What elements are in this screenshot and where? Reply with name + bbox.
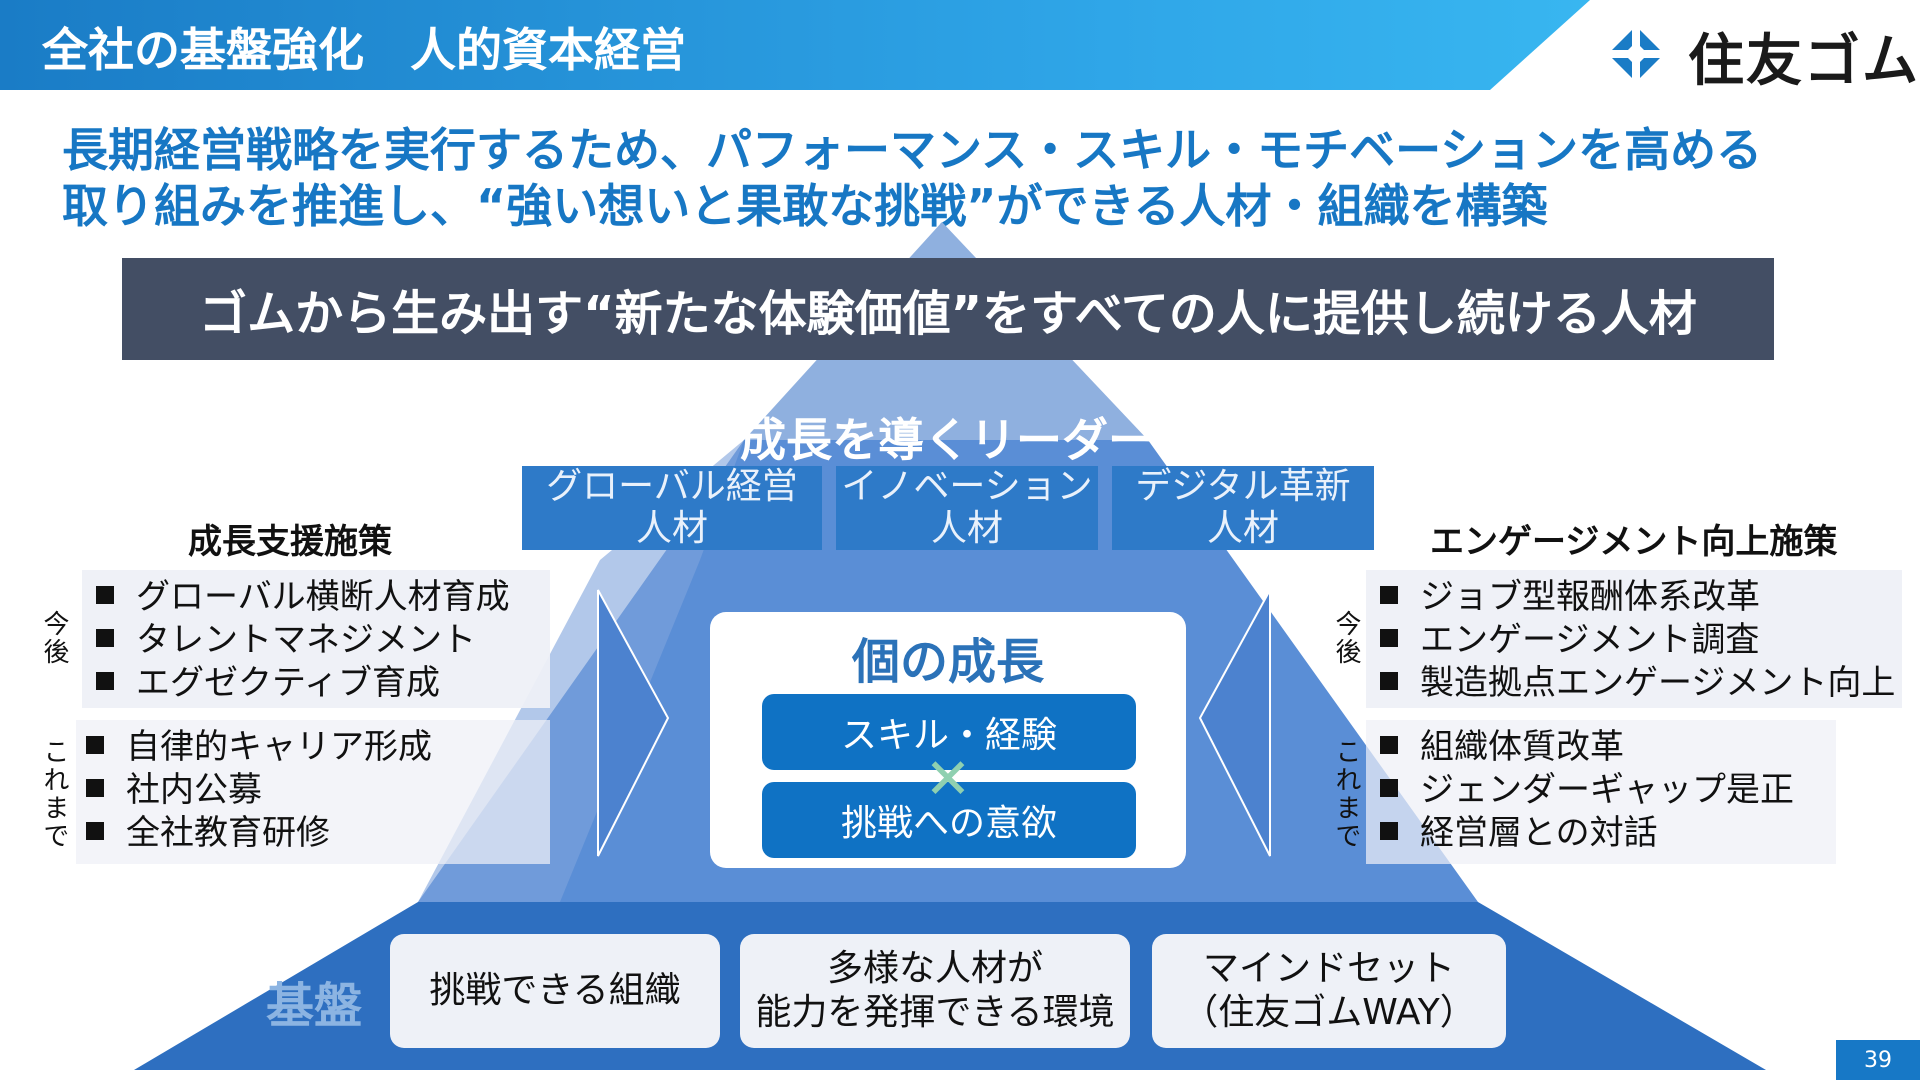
title-bar bbox=[0, 0, 1590, 90]
leader-innovation: イノベーション 人材 bbox=[836, 466, 1098, 550]
core-title: 個の成長 bbox=[851, 634, 1044, 690]
page-title: 全社の基盤強化 人的資本経営 bbox=[42, 23, 686, 77]
left-past-panel: 自律的キャリア形成 社内公募 全社教育研修 bbox=[76, 720, 550, 864]
foundation-label: 基盤 bbox=[266, 978, 363, 1034]
list-item: エグゼクティブ育成 bbox=[96, 662, 550, 705]
bullet-square-icon bbox=[96, 586, 114, 604]
bullet-square-icon bbox=[1380, 672, 1398, 690]
list-item: 製造拠点エンゲージメント向上 bbox=[1380, 662, 1902, 705]
bullet-square-icon bbox=[96, 629, 114, 647]
right-past-panel: 組織体質改革 ジェンダーギャップ是正 経営層との対話 bbox=[1366, 720, 1836, 864]
bullet-square-icon bbox=[1380, 736, 1398, 754]
list-item: 自律的キャリア形成 bbox=[86, 726, 550, 769]
motivation-pill: 挑戦への意欲 bbox=[762, 782, 1136, 858]
list-item: エンゲージメント調査 bbox=[1380, 619, 1902, 662]
leader-global: グローバル経営 人材 bbox=[522, 466, 822, 550]
right-future-label: 今後 bbox=[1331, 610, 1361, 666]
right-future-panel: ジョブ型報酬体系改革 エンゲージメント調査 製造拠点エンゲージメント向上 bbox=[1366, 570, 1902, 708]
bullet-square-icon bbox=[86, 779, 104, 797]
company-logo bbox=[1606, 24, 1666, 84]
list-item: 経営層との対話 bbox=[1380, 812, 1836, 855]
foundation-item-mindset: マインドセット （住友ゴムWAY） bbox=[1152, 934, 1506, 1048]
list-item: タレントマネジメント bbox=[96, 619, 550, 662]
bullet-square-icon bbox=[86, 822, 104, 840]
foundation-item-diverse-talent: 多様な人材が 能力を発揮できる環境 bbox=[740, 934, 1130, 1048]
bullet-square-icon bbox=[1380, 586, 1398, 604]
left-arrow-icon bbox=[1198, 589, 1271, 857]
bullet-square-icon bbox=[1380, 779, 1398, 797]
list-item: 社内公募 bbox=[86, 769, 550, 812]
logo-mark-icon bbox=[1606, 24, 1666, 84]
bullet-square-icon bbox=[96, 672, 114, 690]
right-arrow-icon bbox=[597, 589, 670, 857]
bullet-square-icon bbox=[86, 736, 104, 754]
list-item: 組織体質改革 bbox=[1380, 726, 1836, 769]
list-item: 全社教育研修 bbox=[86, 812, 550, 855]
bullet-square-icon bbox=[1380, 629, 1398, 647]
bullet-square-icon bbox=[1380, 822, 1398, 840]
headline-line-2: 取り組みを推進し、“強い想いと果敢な挑戦”ができる人材・組織を構築 bbox=[62, 179, 1548, 233]
vision-banner: ゴムから生み出す“新たな体験価値”をすべての人に提供し続ける人材 bbox=[122, 258, 1774, 360]
headline-line-1: 長期経営戦略を実行するため、パフォーマンス・スキル・モチベーションを高める bbox=[62, 123, 1763, 177]
left-past-label: これまで bbox=[39, 738, 69, 850]
list-item: ジェンダーギャップ是正 bbox=[1380, 769, 1836, 812]
leaders-title: 成長を導くリーダー bbox=[740, 413, 1154, 467]
skill-pill: スキル・経験 bbox=[762, 694, 1136, 770]
left-future-label: 今後 bbox=[39, 610, 69, 666]
list-item: グローバル横断人材育成 bbox=[96, 576, 550, 619]
right-heading: エンゲージメント向上施策 bbox=[1430, 522, 1838, 562]
left-future-panel: グローバル横断人材育成 タレントマネジメント エグゼクティブ育成 bbox=[82, 570, 550, 708]
logo-text: 住友ゴム bbox=[1688, 29, 1920, 94]
cross-icon: ✕ bbox=[924, 747, 972, 812]
foundation-item-challenge-org: 挑戦できる組織 bbox=[390, 934, 720, 1048]
list-item: ジョブ型報酬体系改革 bbox=[1380, 576, 1902, 619]
right-past-label: これまで bbox=[1331, 738, 1361, 850]
left-heading: 成長支援施策 bbox=[188, 522, 392, 562]
page-number: 39 bbox=[1836, 1040, 1920, 1080]
leader-digital: デジタル革新 人材 bbox=[1112, 466, 1374, 550]
